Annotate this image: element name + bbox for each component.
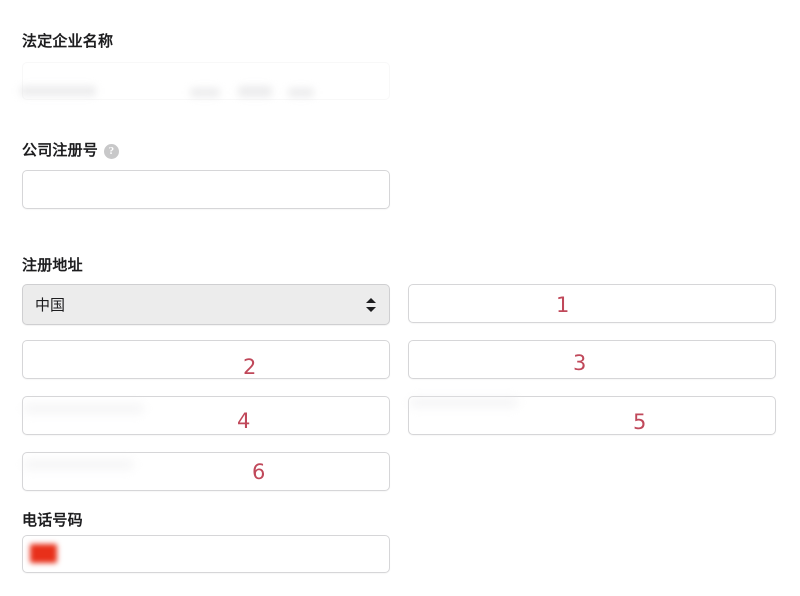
phone-number-label: 电话号码 bbox=[22, 511, 83, 531]
phone-number-input[interactable] bbox=[22, 535, 390, 573]
address-line-1-input[interactable] bbox=[408, 284, 776, 323]
scan-artifact bbox=[238, 86, 272, 97]
company-registration-number-value bbox=[23, 171, 389, 208]
address-line-3-input[interactable] bbox=[408, 340, 776, 379]
scan-artifact bbox=[24, 404, 144, 413]
china-flag-icon bbox=[30, 544, 57, 563]
phone-number-label-text: 电话号码 bbox=[22, 512, 83, 529]
address-line-2-input[interactable] bbox=[22, 340, 390, 379]
address-line-4-input[interactable] bbox=[22, 396, 390, 435]
country-select[interactable]: 中国 bbox=[22, 284, 390, 325]
address-line-6-value bbox=[23, 453, 389, 490]
registered-address-label-text: 注册地址 bbox=[22, 257, 83, 274]
registered-address-label: 注册地址 bbox=[22, 256, 83, 276]
legal-business-name-label-text: 法定企业名称 bbox=[22, 33, 114, 50]
scan-artifact bbox=[20, 86, 96, 96]
scan-artifact bbox=[190, 88, 220, 97]
address-line-4-value bbox=[23, 397, 389, 434]
company-registration-number-input[interactable] bbox=[22, 170, 390, 209]
scan-artifact bbox=[288, 88, 314, 97]
address-line-3-value bbox=[409, 341, 775, 378]
phone-number-value bbox=[23, 536, 389, 572]
chevron-updown-icon bbox=[366, 296, 377, 314]
help-circle-icon[interactable]: ? bbox=[104, 143, 120, 159]
address-line-6-input[interactable] bbox=[22, 452, 390, 491]
scan-artifact bbox=[24, 460, 134, 469]
country-select-value: 中国 bbox=[35, 297, 66, 314]
address-line-2-value bbox=[23, 341, 389, 378]
company-registration-number-label-text: 公司注册号 bbox=[22, 142, 99, 159]
company-registration-number-label: 公司注册号 ? bbox=[22, 141, 120, 161]
address-line-1-value bbox=[409, 285, 775, 322]
legal-business-name-label: 法定企业名称 bbox=[22, 32, 113, 52]
scan-artifact bbox=[410, 398, 518, 407]
